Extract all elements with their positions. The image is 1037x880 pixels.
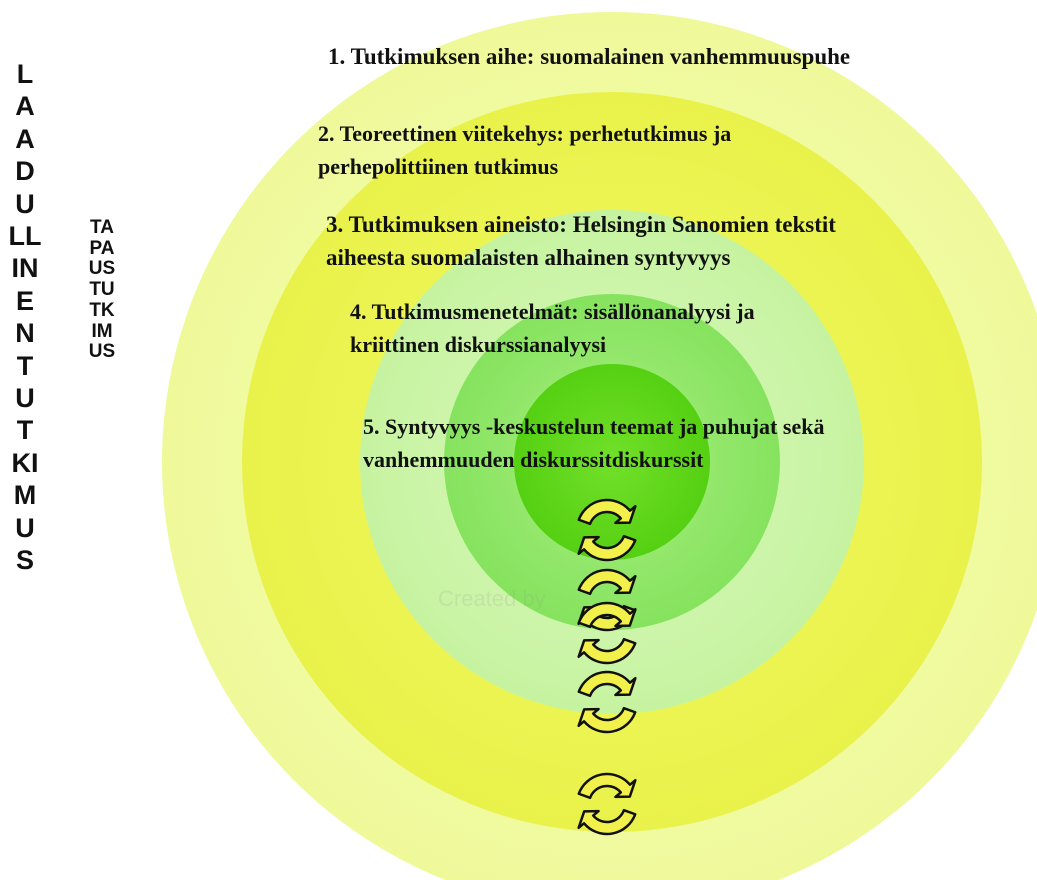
level-5-line-1: 5. Syntyvyys -keskustelun teemat ja puhu…	[363, 414, 825, 439]
level-4-line-1: 4. Tutkimusmenetelmät: sisällönanalyysi …	[350, 299, 755, 324]
level-4-line-2: kriittinen diskurssianalyysi	[350, 332, 607, 357]
level-5-label: 5. Syntyvyys -keskustelun teemat ja puhu…	[363, 410, 824, 476]
cycle-arrows-icon	[577, 670, 637, 734]
cycle-arrow-segment	[577, 670, 637, 698]
vertical-label-tapaustutkimus: TAPAUSTUTKIMUS	[88, 217, 116, 363]
ring-level-5	[514, 364, 710, 560]
level-2-line-2: perhepolittiinen tutkimus	[318, 154, 559, 179]
cycle-arrow-segment	[577, 601, 637, 629]
level-1-label: 1. Tutkimuksen aihe: suomalainen vanhemm…	[328, 40, 850, 73]
level-4-label: 4. Tutkimusmenetelmät: sisällönanalyysi …	[350, 295, 755, 361]
cycle-arrow-segment	[577, 808, 637, 836]
level-2-label: 2. Teoreettinen viitekehys: perhetutkimu…	[318, 117, 731, 183]
cycle-arrow-segment	[577, 568, 637, 596]
cycle-arrows-icon	[577, 601, 637, 665]
cycle-arrow-segment	[577, 706, 637, 734]
cycle-icons-group	[577, 498, 637, 836]
level-3-line-1: 3. Tutkimuksen aineisto: Helsingin Sanom…	[326, 212, 836, 237]
cycle-arrow-segment	[577, 498, 637, 526]
cycle-arrow-segment	[577, 772, 637, 800]
level-5-line-2: vanhemmuuden diskurssitdiskurssit	[363, 447, 704, 472]
level-1-line-1: 1. Tutkimuksen aihe: suomalainen vanhemm…	[328, 44, 851, 69]
level-3-label: 3. Tutkimuksen aineisto: Helsingin Sanom…	[326, 208, 836, 274]
watermark-text: Created by	[438, 586, 546, 611]
cycle-arrow-segment	[577, 534, 637, 562]
cycle-arrow-segment	[577, 637, 637, 665]
level-2-line-1: 2. Teoreettinen viitekehys: perhetutkimu…	[318, 121, 732, 146]
level-3-line-2: aiheesta suomalaisten alhainen syntyvyys	[326, 245, 731, 270]
cycle-arrows-icon	[577, 498, 637, 562]
vertical-label-laadullinen-tutkimus: LAADULLINENTUTKIMUS	[8, 59, 42, 576]
cycle-arrows-icon	[577, 772, 637, 836]
